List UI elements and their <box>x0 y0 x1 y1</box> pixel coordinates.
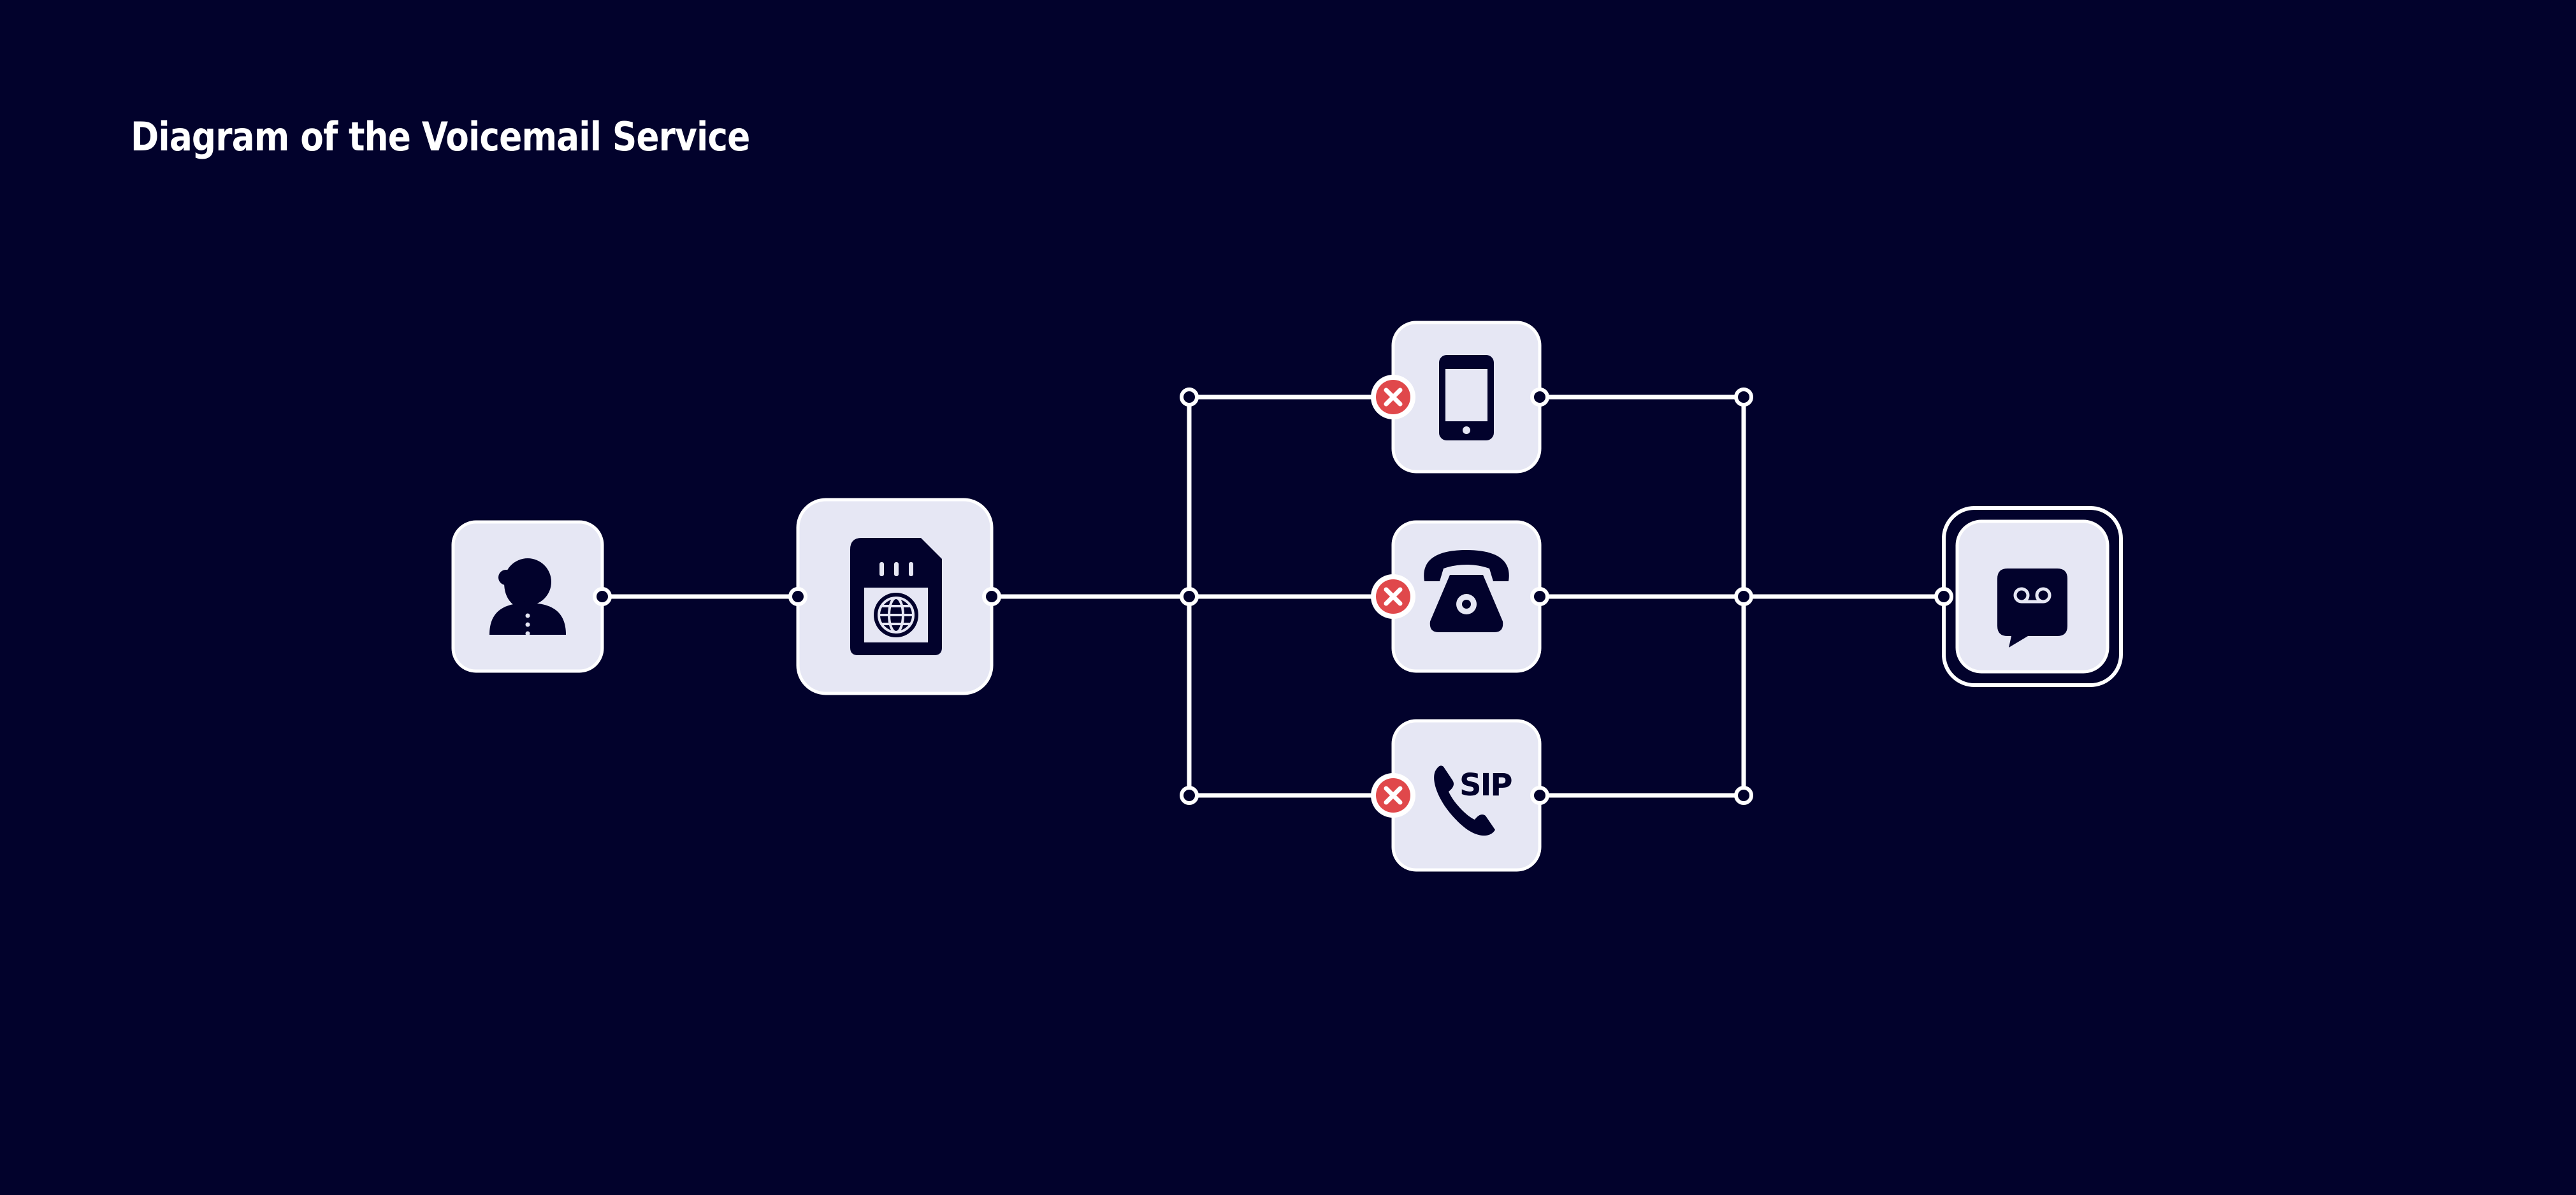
close-icon <box>1384 587 1403 606</box>
junction-merge-top <box>1734 387 1753 407</box>
node-mobile <box>1371 321 1549 474</box>
close-icon <box>1384 387 1403 407</box>
junction-split-top <box>1180 387 1199 407</box>
mobile-phone-icon <box>1439 355 1494 440</box>
sim-card-globe-icon <box>850 538 942 655</box>
node-sim <box>788 498 1001 695</box>
landline-phone-icon <box>1424 550 1509 632</box>
error-badge-mobile <box>1371 375 1415 419</box>
close-icon <box>1384 786 1403 805</box>
port-mobile-out <box>1530 387 1549 407</box>
port-sim-in <box>788 587 807 606</box>
junction-dots <box>1180 387 1753 805</box>
port-voicemail-in <box>1934 587 1953 606</box>
sip-label: SIP <box>1459 767 1512 803</box>
port-caller-out <box>593 587 612 606</box>
node-voicemail <box>1934 506 2123 687</box>
junction-split-bottom <box>1180 786 1199 805</box>
junction-split-middle <box>1180 587 1199 606</box>
node-landline <box>1371 520 1549 673</box>
error-badge-sip <box>1371 773 1415 818</box>
junction-merge-bottom <box>1734 786 1753 805</box>
port-sip-out <box>1530 786 1549 805</box>
junction-merge-middle <box>1734 587 1753 606</box>
node-sip: SIP <box>1371 719 1549 872</box>
page-title: Diagram of the Voicemail Service <box>131 113 750 160</box>
node-caller <box>451 520 612 673</box>
voicemail-message-icon <box>1997 569 2067 648</box>
port-sim-out <box>982 587 1001 606</box>
caller-headset-icon <box>489 558 566 636</box>
error-badge-landline <box>1371 574 1415 619</box>
port-landline-out <box>1530 587 1549 606</box>
sip-phone-icon: SIP <box>1434 765 1513 836</box>
